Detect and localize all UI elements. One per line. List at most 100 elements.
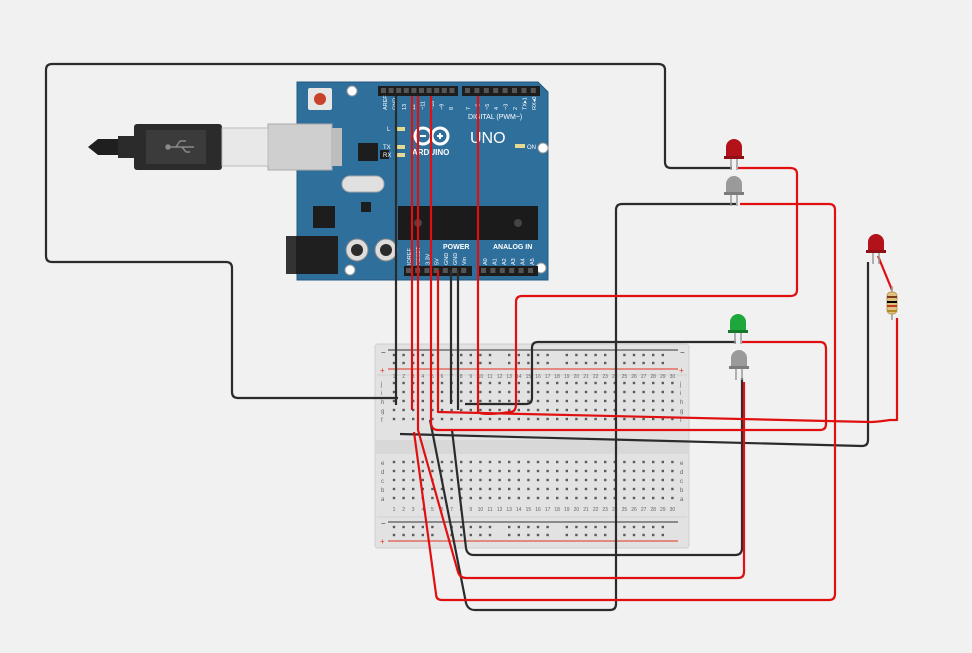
- column-label: 2: [402, 507, 405, 513]
- wires-black[interactable]: [44, 62, 870, 612]
- pin-socket[interactable]: [499, 268, 505, 273]
- pin-socket[interactable]: [521, 88, 527, 93]
- column-label: 26: [631, 374, 637, 380]
- column-label: 13: [506, 374, 512, 380]
- pin-socket[interactable]: [502, 88, 508, 93]
- column-label: 19: [564, 374, 570, 380]
- pin-label: GND: [453, 253, 459, 265]
- pin-label: 2: [513, 107, 519, 110]
- led-gray-1[interactable]: [724, 176, 744, 206]
- pin-socket[interactable]: [530, 88, 536, 93]
- pin-label: 12: [411, 104, 417, 110]
- pin-socket[interactable]: [490, 268, 496, 273]
- column-label: 14: [516, 507, 522, 513]
- pin-socket[interactable]: [396, 88, 402, 93]
- pin-socket[interactable]: [426, 88, 432, 93]
- led-red-2[interactable]: [866, 234, 886, 264]
- arduino-uno-board[interactable]: L TX RX ON ARDUINO UNO DIGITAL (PWM~) PO…: [267, 81, 549, 281]
- pin-socket[interactable]: [434, 88, 440, 93]
- pin-label: RX◂0: [532, 97, 538, 110]
- column-label: 3: [412, 507, 415, 513]
- resistor[interactable]: [886, 286, 898, 320]
- pin-label: TX▸1: [522, 97, 528, 110]
- pin-socket[interactable]: [442, 268, 448, 273]
- column-label: 21: [583, 507, 589, 513]
- pin-label: AREF: [383, 95, 389, 110]
- column-label: 17: [545, 507, 551, 513]
- column-label: 5: [431, 507, 434, 513]
- usb-cable[interactable]: [88, 124, 269, 170]
- pin-socket[interactable]: [419, 88, 424, 93]
- pin-socket[interactable]: [452, 268, 457, 273]
- pin-label: 5V: [435, 258, 441, 265]
- column-label: 16: [535, 507, 541, 513]
- pin-socket[interactable]: [493, 88, 499, 93]
- pin-socket[interactable]: [518, 268, 524, 273]
- wire-black-gnd-loop: [44, 62, 732, 400]
- pin-socket[interactable]: [461, 268, 467, 273]
- row-label: g: [381, 409, 384, 415]
- digital-header-label: DIGITAL (PWM~): [468, 114, 522, 121]
- pin-socket[interactable]: [465, 88, 470, 93]
- column-label: 3: [412, 374, 415, 380]
- pin-socket[interactable]: [481, 268, 486, 273]
- pin-socket[interactable]: [403, 88, 409, 93]
- wires-red[interactable]: [410, 96, 899, 602]
- row-label: a: [381, 497, 385, 503]
- pin-socket[interactable]: [512, 88, 517, 93]
- pin-label: A2: [502, 258, 508, 265]
- pin-socket[interactable]: [528, 268, 533, 273]
- column-label: 19: [564, 507, 570, 513]
- column-label: 11: [487, 374, 492, 380]
- pin-label: 3.3V: [425, 253, 431, 265]
- pin-label: A5: [530, 258, 536, 265]
- led-label-rx: RX: [383, 153, 391, 159]
- pin-socket[interactable]: [411, 88, 417, 93]
- column-label: 29: [660, 507, 666, 513]
- pin-socket[interactable]: [509, 268, 515, 273]
- pin-socket[interactable]: [433, 268, 439, 273]
- row-label: a: [680, 497, 684, 503]
- column-label: 15: [526, 507, 532, 513]
- pin-label: ~3: [504, 104, 510, 110]
- column-label: 14: [516, 374, 522, 380]
- led-red-1[interactable]: [724, 139, 744, 170]
- breadboard-holes: [392, 353, 674, 537]
- pin-label: RESET: [416, 246, 422, 265]
- pin-socket[interactable]: [483, 88, 489, 93]
- wire-black-led-gray1: [428, 202, 736, 612]
- column-label: 15: [526, 374, 532, 380]
- row-label: g: [680, 409, 683, 415]
- pin-socket[interactable]: [381, 88, 386, 93]
- column-label: 22: [593, 374, 599, 380]
- column-label: 2: [402, 374, 405, 380]
- led-green[interactable]: [728, 314, 748, 344]
- pin-socket[interactable]: [441, 88, 447, 93]
- column-label: 10: [478, 374, 484, 380]
- pin-socket[interactable]: [406, 268, 411, 273]
- analog-header: [478, 266, 538, 276]
- column-label: 4: [421, 374, 424, 380]
- column-label: 30: [670, 374, 676, 380]
- rail-minus-label: −: [381, 348, 386, 357]
- led-gray-2[interactable]: [729, 350, 749, 380]
- column-label: 28: [650, 374, 656, 380]
- power-header-label: POWER: [443, 244, 469, 251]
- column-label: 28: [650, 507, 656, 513]
- pin-socket[interactable]: [424, 268, 430, 273]
- wire-red-led-gray1: [412, 202, 837, 602]
- pin-socket[interactable]: [388, 88, 394, 93]
- pin-socket[interactable]: [449, 88, 455, 93]
- column-label: 25: [622, 507, 628, 513]
- analog-header-label: ANALOG IN: [493, 244, 532, 251]
- row-label: b: [381, 488, 385, 494]
- column-label: 7: [450, 507, 453, 513]
- pin-label: ~11: [421, 101, 427, 110]
- column-label: 9: [469, 507, 472, 513]
- rail-plus-label-right: +: [679, 366, 684, 375]
- row-label: h: [381, 400, 384, 406]
- pin-socket[interactable]: [474, 88, 480, 93]
- row-label: c: [680, 479, 683, 485]
- column-label: 20: [574, 507, 580, 513]
